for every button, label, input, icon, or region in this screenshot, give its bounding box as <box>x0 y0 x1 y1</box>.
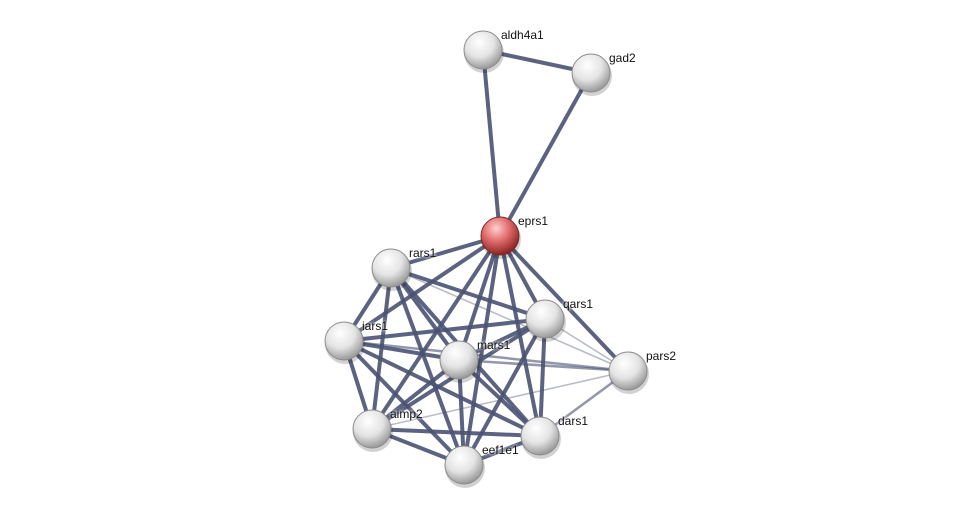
edge-aimp2-dars1[interactable] <box>371 427 541 438</box>
node-label-iars1: iars1 <box>362 319 389 333</box>
node-aldh4a1[interactable] <box>463 30 504 73</box>
node-iars1[interactable] <box>324 321 365 364</box>
node-label-dars1: dars1 <box>558 414 589 428</box>
edge-eprs1-pars2[interactable] <box>498 234 630 373</box>
node-label-pars2: pars2 <box>646 349 677 363</box>
node-gad2[interactable] <box>571 53 612 96</box>
edge-iars1-qars1[interactable] <box>343 317 546 343</box>
node-label-aldh4a1: aldh4a1 <box>501 28 544 42</box>
edge-mars1-pars2[interactable] <box>458 358 629 373</box>
node-label-eprs1: eprs1 <box>518 214 549 228</box>
edge-aimp2-pars2[interactable] <box>371 370 629 430</box>
node-label-qars1: qars1 <box>563 297 594 311</box>
edge-rars1-qars1[interactable] <box>390 266 546 321</box>
edge-gad2-eprs1[interactable] <box>498 72 593 237</box>
node-label-eef1e1: eef1e1 <box>482 443 519 457</box>
edge-eprs1-iars1[interactable] <box>342 234 502 343</box>
node-qars1[interactable] <box>525 299 566 342</box>
node-dars1[interactable] <box>520 416 561 459</box>
node-pars2[interactable] <box>608 351 649 394</box>
edge-rars1-pars2[interactable] <box>390 267 629 372</box>
node-rars1[interactable] <box>371 248 412 291</box>
node-mars1[interactable] <box>439 340 480 383</box>
node-label-mars1: mars1 <box>477 338 511 352</box>
node-label-rars1: rars1 <box>409 246 437 260</box>
edge-aldh4a1-eprs1[interactable] <box>481 49 502 237</box>
edge-qars1-eef1e1[interactable] <box>462 318 547 466</box>
node-label-gad2: gad2 <box>609 51 636 65</box>
node-label-aimp2: aimp2 <box>390 407 423 421</box>
edge-qars1-dars1[interactable] <box>538 318 547 437</box>
node-eprs1[interactable] <box>480 216 521 259</box>
node-aimp2[interactable] <box>352 409 393 452</box>
node-eef1e1[interactable] <box>444 445 485 488</box>
edge-iars1-dars1[interactable] <box>343 339 541 438</box>
